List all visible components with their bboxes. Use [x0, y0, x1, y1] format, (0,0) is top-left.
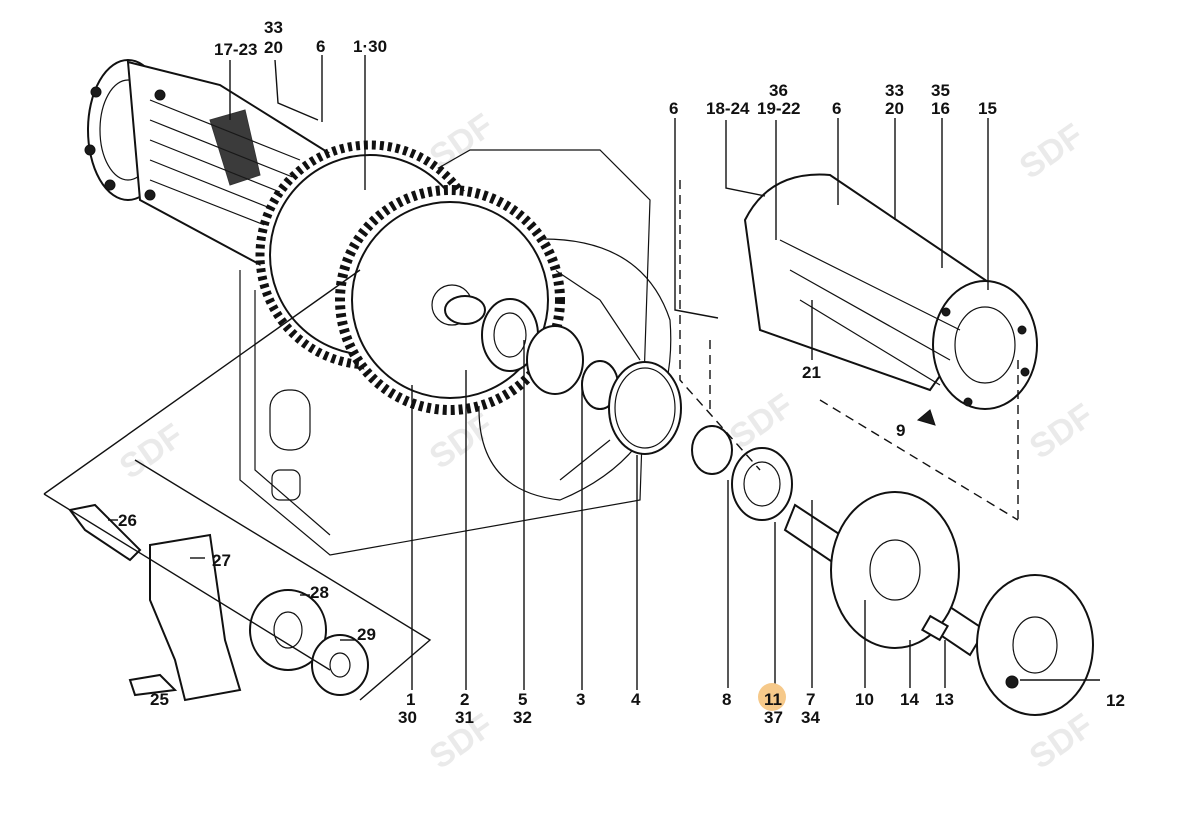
callout-label: 3 [576, 690, 585, 709]
highlight-marker-11 [758, 683, 786, 711]
callout-label: 8 [722, 690, 731, 709]
watermark-text: SDF [1023, 396, 1100, 466]
leader-lines [43, 55, 1100, 701]
watermark-text: SDF [113, 416, 190, 486]
callout-label: 10 [855, 690, 874, 709]
callout-label: 6 [316, 37, 325, 56]
small-parts [68, 503, 369, 702]
callout-label: 11 [764, 690, 782, 709]
callout-label: 6 [669, 99, 678, 118]
front-gear [335, 185, 565, 415]
callout-label: 15 [978, 99, 997, 118]
watermark-text: SDF [1013, 116, 1090, 186]
right-axle-housing [743, 173, 1038, 426]
watermark-text: SDF [723, 386, 800, 456]
callout-label: 37 [764, 708, 783, 727]
callout-label: 17-23 [214, 40, 257, 59]
large-ring-4 [608, 361, 682, 455]
callout-label: 1 [406, 690, 415, 709]
callout-label: 6 [832, 99, 841, 118]
callout-label: 7 [806, 690, 815, 709]
callout-label: 33 [885, 81, 904, 100]
callout-label: 9 [896, 421, 905, 440]
callout-label: 5 [518, 690, 527, 709]
callout-label: 36 [769, 81, 788, 100]
callout-label: 31 [455, 708, 474, 727]
callout-label: 28 [310, 583, 329, 602]
callout-label: 19-22 [757, 99, 800, 118]
snap-ring-5 [526, 325, 584, 395]
callout-label: 35 [931, 81, 950, 100]
callout-label: 21 [802, 363, 821, 382]
callout-label: 12 [1106, 691, 1125, 710]
callout-label: 18-24 [706, 99, 750, 118]
callout-label: 14 [900, 690, 919, 709]
callout-label: 20 [264, 38, 283, 57]
callout-label: 2 [460, 690, 469, 709]
callout-label: 33 [264, 18, 283, 37]
callout-label: 16 [931, 99, 950, 118]
callout-label: 30 [398, 708, 417, 727]
shaft-assembly [691, 425, 1094, 716]
watermark-text: SDF [423, 406, 500, 476]
callout-label: 32 [513, 708, 532, 727]
callout-label: 34 [801, 708, 820, 727]
callout-label: 4 [631, 690, 641, 709]
callout-label: 27 [212, 551, 231, 570]
callout-label: 1·30 [353, 37, 387, 56]
callout-label: 20 [885, 99, 904, 118]
watermark-text: SDF [1023, 706, 1100, 776]
callout-labels: 1·30 17-23 33 20 6 6 18-24 36 19-22 6 33… [118, 18, 1125, 727]
callout-label: 29 [357, 625, 376, 644]
callout-label: 25 [150, 690, 169, 709]
callout-label: 13 [935, 690, 954, 709]
callout-label: 26 [118, 511, 137, 530]
